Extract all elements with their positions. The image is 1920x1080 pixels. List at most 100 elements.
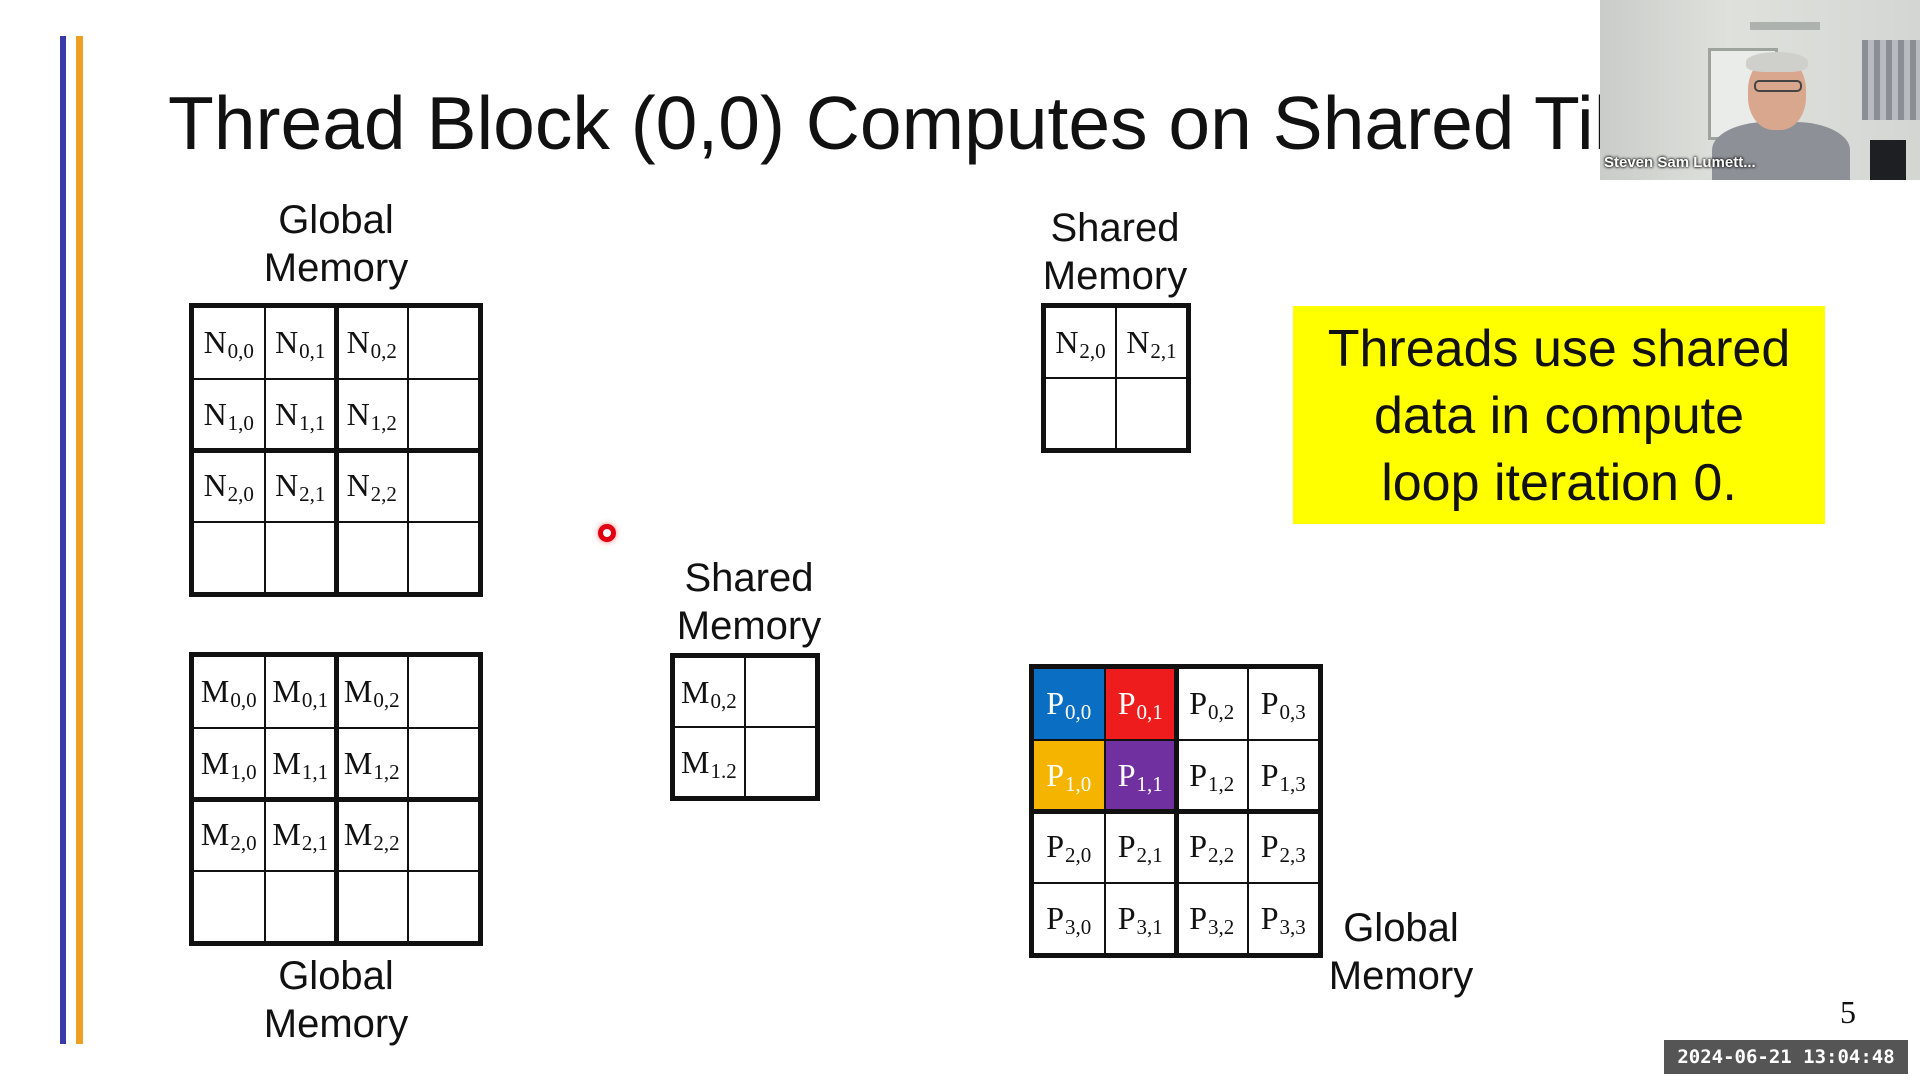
cell-subscript: 0,1	[301, 688, 329, 713]
webcam-video-tile[interactable]: Steven Sam Lumett...	[1600, 0, 1920, 180]
recording-timestamp: 2024-06-21 13:04:48	[1664, 1040, 1908, 1074]
cell-letter: P	[1260, 756, 1279, 793]
webcam-monitor	[1870, 140, 1906, 180]
cell-letter: M	[200, 816, 230, 853]
cell-letter: N	[1055, 324, 1079, 360]
cell-subscript: 0,1	[1136, 700, 1163, 725]
cell-letter: N	[203, 324, 227, 361]
cell-letter: M	[200, 673, 230, 710]
matrix-cell-empty	[193, 870, 265, 942]
cell-subscript: 1,2	[370, 410, 397, 435]
cell-letter: P	[1117, 756, 1136, 793]
cell-letter: M	[272, 816, 301, 853]
cell-letter: M	[200, 744, 230, 781]
cell-subscript: 1,2	[373, 759, 400, 784]
webcam-participant-name: Steven Sam Lumett...	[1604, 154, 1756, 171]
matrix-cell-empty	[1045, 378, 1116, 449]
webcam-person-hair	[1746, 52, 1808, 72]
cell-letter: P	[1189, 828, 1208, 865]
cell-subscript: 2,0	[227, 482, 254, 507]
left-accent-bar-blue	[60, 36, 66, 1044]
cell-letter: P	[1046, 828, 1065, 865]
cell-subscript: 1,0	[230, 759, 257, 784]
matrix-cell-empty	[407, 727, 479, 799]
matrix-cell-empty	[193, 521, 265, 593]
cell-letter: N	[346, 395, 370, 432]
slide-page-number: 5	[1840, 994, 1856, 1030]
cell-letter: N	[275, 395, 299, 432]
webcam-bookshelf	[1862, 40, 1920, 120]
cell-subscript: 1,1	[299, 410, 326, 435]
callout-box: Threads use shared data in compute loop …	[1293, 306, 1825, 524]
cell-letter: P	[1117, 828, 1136, 865]
cell-subscript: 3,2	[1208, 914, 1235, 939]
laser-pointer	[598, 524, 616, 542]
cell-subscript: 1.2	[710, 758, 737, 783]
cell-subscript: 0,0	[227, 339, 254, 364]
cell-letter: N	[346, 467, 370, 504]
cell-subscript: 0,1	[299, 339, 326, 364]
matrix-cell-empty	[407, 521, 479, 593]
cell-letter: P	[1260, 828, 1279, 865]
tile-divider-horizontal	[193, 447, 479, 453]
cell-letter: N	[275, 324, 299, 361]
cell-letter: M	[272, 673, 301, 710]
cell-subscript: 3,3	[1279, 914, 1306, 939]
webcam-ceiling-vent	[1750, 22, 1820, 30]
matrix-cell-empty	[1116, 378, 1187, 449]
cell-subscript: 1,2	[1208, 771, 1235, 796]
cell-letter: P	[1117, 685, 1136, 722]
cell-subscript: 2,1	[299, 482, 326, 507]
cell-letter: M	[343, 673, 373, 710]
tile-divider-horizontal	[193, 796, 479, 802]
cell-letter: P	[1189, 899, 1208, 936]
matrix-cell-empty	[745, 727, 816, 797]
cell-subscript: 3,1	[1136, 914, 1163, 939]
matrix-cell-empty	[407, 799, 479, 871]
cell-subscript: 2,0	[230, 831, 257, 856]
webcam-person-glasses	[1754, 80, 1802, 92]
cell-subscript: 0,0	[230, 688, 257, 713]
cell-letter: P	[1189, 756, 1208, 793]
cell-letter: N	[203, 395, 227, 432]
cell-letter: P	[1260, 899, 1279, 936]
matrix-cell-empty	[336, 521, 408, 593]
cell-subscript: 0,0	[1065, 700, 1092, 725]
matrix-cell-empty	[264, 521, 336, 593]
cell-letter: N	[346, 324, 370, 361]
cell-subscript: 2,2	[1208, 843, 1235, 868]
matrix-cell-empty	[336, 870, 408, 942]
cell-subscript: 1,0	[227, 410, 254, 435]
cell-letter: M	[272, 744, 301, 781]
left-accent-bar-orange	[76, 36, 83, 1044]
